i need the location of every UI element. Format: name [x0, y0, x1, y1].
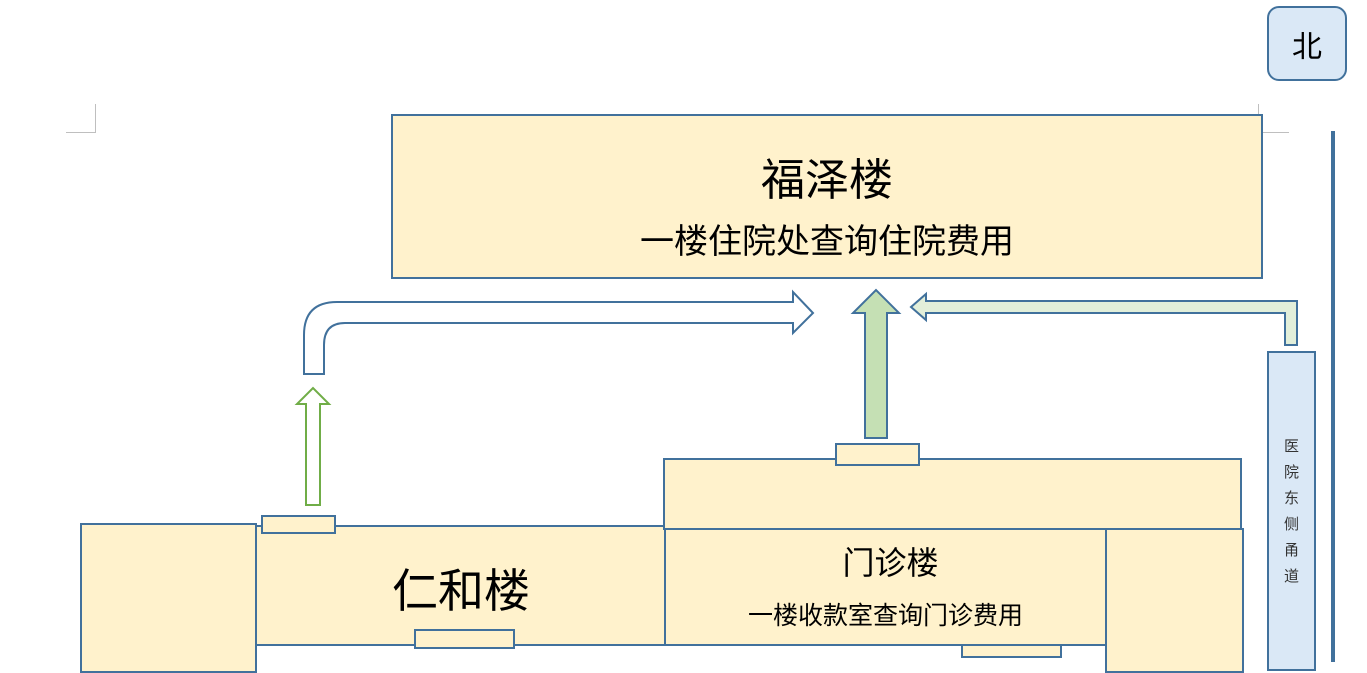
north-compass-badge: 北: [1267, 6, 1347, 81]
building-fuze-note: 一楼住院处查询住院费用: [640, 222, 1014, 262]
building-fuze-name: 福泽楼: [761, 155, 893, 206]
east-lane[interactable]: 医 院 东 侧 甬 道: [1267, 351, 1316, 671]
bent-arrow-renhe-to-fuze: [303, 289, 815, 375]
building-renhe[interactable]: 仁和楼: [255, 525, 667, 646]
east-lane-char: 甬: [1283, 541, 1299, 559]
north-label: 北: [1292, 29, 1322, 65]
east-lane-char: 道: [1283, 567, 1299, 585]
building-renhe-name: 仁和楼: [392, 564, 530, 618]
east-boundary-line: [1331, 131, 1335, 662]
building-menzhen[interactable]: 门诊楼 一楼收款室查询门诊费用: [664, 528, 1107, 646]
east-lane-char: 院: [1283, 463, 1299, 481]
building-west-wing: [80, 523, 257, 673]
east-lane-label: 医 院 东 侧 甬 道: [1269, 433, 1314, 589]
up-arrow-menzhen-to-fuze: [850, 288, 902, 439]
margin-corner-top-left: [66, 104, 96, 133]
east-lane-char: 东: [1283, 489, 1299, 507]
bent-arrow-eastlane-to-fuze: [909, 291, 1298, 346]
building-fuze[interactable]: 福泽楼 一楼住院处查询住院费用: [391, 114, 1263, 279]
east-lane-char: 医: [1283, 437, 1299, 455]
entrance-renhe-north[interactable]: [261, 515, 336, 534]
building-menzhen-note: 一楼收款室查询门诊费用: [747, 601, 1023, 630]
building-menzhen-upper: [663, 458, 1242, 530]
building-menzhen-east: [1105, 528, 1244, 673]
entrance-menzhen-south[interactable]: [961, 644, 1062, 658]
east-lane-char: 侧: [1283, 515, 1299, 533]
entrance-renhe-south[interactable]: [414, 629, 515, 649]
building-menzhen-name: 门诊楼: [842, 544, 939, 582]
up-arrow-renhe: [294, 386, 332, 506]
entrance-menzhen-north[interactable]: [835, 443, 920, 466]
